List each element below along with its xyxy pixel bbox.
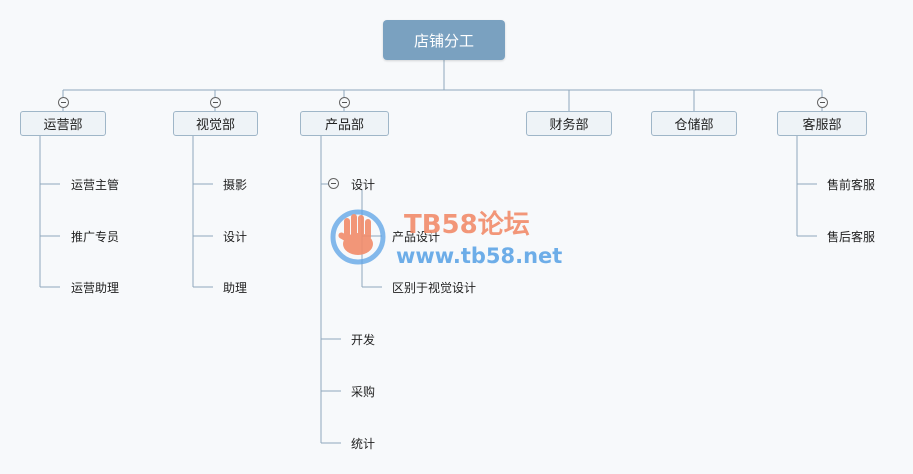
leaf-node[interactable]: 区别于视觉设计 <box>392 281 477 295</box>
root-node[interactable]: 店铺分工 <box>383 20 505 60</box>
collapse-toggle-icon[interactable] <box>817 97 828 108</box>
leaf-node[interactable]: 采购 <box>351 385 376 399</box>
leaf-node[interactable]: 助理 <box>223 281 248 295</box>
dept-label: 财务部 <box>549 118 589 133</box>
dept-node-customer-service[interactable]: 客服部 <box>777 111 867 136</box>
collapse-toggle-icon[interactable] <box>58 97 69 108</box>
hand-logo-icon <box>330 209 386 265</box>
dept-node-operations[interactable]: 运营部 <box>20 111 106 136</box>
dept-label: 产品部 <box>324 118 364 133</box>
dept-label: 视觉部 <box>195 118 235 133</box>
dept-node-warehouse[interactable]: 仓储部 <box>651 111 737 136</box>
leaf-node[interactable]: 统计 <box>351 437 376 451</box>
leaf-node[interactable]: 售后客服 <box>827 230 876 244</box>
leaf-node[interactable]: 设计 <box>223 230 248 244</box>
leaf-node[interactable]: 售前客服 <box>827 178 876 192</box>
dept-node-visual[interactable]: 视觉部 <box>173 111 258 136</box>
watermark: TB58论坛 www.tb58.net <box>330 204 590 274</box>
leaf-node-design[interactable]: 设计 <box>351 178 376 192</box>
dept-node-finance[interactable]: 财务部 <box>526 111 612 136</box>
leaf-node[interactable]: 运营助理 <box>71 281 120 295</box>
collapse-toggle-icon[interactable] <box>339 97 350 108</box>
leaf-node[interactable]: 开发 <box>351 333 376 347</box>
watermark-title: TB58论坛 <box>404 210 530 240</box>
watermark-url: www.tb58.net <box>396 244 563 268</box>
leaf-node[interactable]: 推广专员 <box>71 230 120 244</box>
dept-label: 客服部 <box>802 118 842 133</box>
leaf-node[interactable]: 产品设计 <box>392 230 441 244</box>
leaf-node[interactable]: 运营主管 <box>71 178 120 192</box>
dept-label: 运营部 <box>43 118 83 133</box>
dept-node-product[interactable]: 产品部 <box>300 111 389 136</box>
dept-label: 仓储部 <box>674 118 714 133</box>
leaf-node[interactable]: 摄影 <box>223 178 248 192</box>
root-node-label: 店铺分工 <box>413 31 474 50</box>
collapse-toggle-icon[interactable] <box>210 97 221 108</box>
collapse-toggle-icon[interactable] <box>328 178 339 189</box>
